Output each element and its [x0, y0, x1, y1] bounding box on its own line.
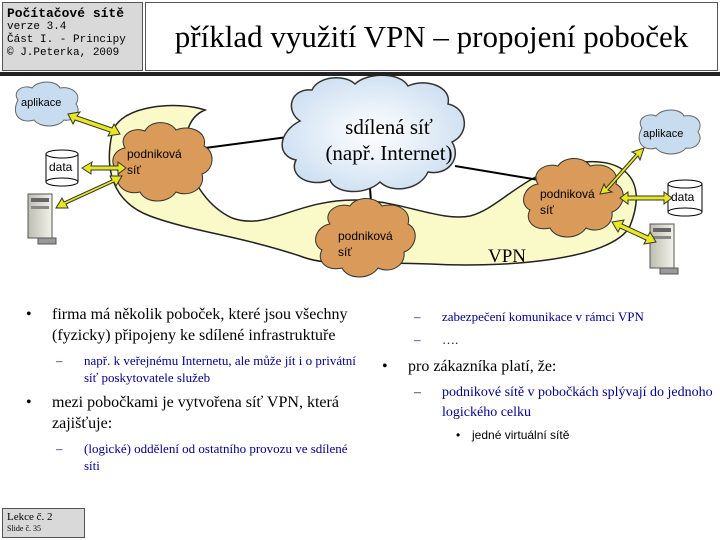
arrow-right-app	[599, 147, 645, 195]
version-text: verze 3.4	[7, 21, 67, 33]
branch-label-left-line2: síť	[127, 163, 141, 177]
sub-bullet-internet: např. k veřejnému Internetu, ale může jí…	[56, 352, 366, 386]
sub-bullet-separation: (logické) oddělení od ostatního provozu …	[56, 440, 366, 474]
arrow-left-data	[81, 160, 127, 175]
vpn-label: VPN	[488, 246, 527, 267]
branch-cloud-right	[523, 158, 624, 238]
shared-network-label-line2: (např. Internet)	[325, 141, 453, 165]
branch-label-right-line1: podniková	[540, 187, 595, 201]
title-divider	[0, 72, 720, 76]
shared-network-label: sdílená síť (např. Internet)	[314, 114, 464, 166]
link-left	[204, 135, 296, 149]
bullet-vpn-created: mezi pobočkami je vytvořena síť VPN, kte…	[26, 392, 366, 434]
course-name: Počítačové sítě	[7, 6, 125, 21]
arrows	[55, 111, 673, 245]
arrow-right-data	[619, 191, 673, 205]
data-cylinder-left	[45, 149, 79, 187]
right-bullet-list: zabezpečení komunikace v rámci VPN …. pr…	[382, 308, 720, 443]
slide-number: Slide č. 35	[7, 524, 41, 533]
branch-label-left-line1: podniková	[127, 147, 182, 161]
sub-bullet-ellipsis: ….	[414, 331, 720, 348]
branch-cloud-center	[315, 198, 416, 278]
left-bullet-list: firma má několik poboček, které jsou vše…	[26, 304, 366, 474]
lecture-number: Lekce č. 2	[7, 511, 53, 523]
app-label-left: aplikace	[21, 97, 62, 109]
sub-bullet-merge: podnikové sítě v pobočkách splývají do j…	[414, 383, 720, 423]
arrow-left-app	[67, 111, 121, 137]
bullet-branches: firma má několik poboček, které jsou vše…	[26, 304, 366, 346]
server-left	[27, 193, 57, 245]
copyright-text: © J.Peterka, 2009	[7, 47, 120, 59]
data-label-right: data	[671, 190, 695, 204]
server-right	[649, 223, 679, 275]
app-cloud-left	[14, 81, 79, 127]
bullet-customer: pro zákazníka platí, že:	[382, 356, 720, 377]
sub-sub-bullet-virtual: jedné virtuální sítě	[456, 427, 720, 443]
data-label-left: data	[49, 160, 73, 174]
arrow-left-server	[55, 175, 123, 209]
branch-label-center-line1: podniková	[338, 229, 393, 243]
branch-label-center: podniková síť	[338, 228, 393, 260]
part-text: Část I. - Principy	[7, 34, 126, 46]
branch-label-left: podniková síť	[127, 146, 182, 178]
shared-network-cloud	[281, 76, 466, 193]
branch-label-right: podniková síť	[540, 186, 595, 218]
shared-network-label-line1: sdílená síť	[345, 115, 433, 139]
slide-title-box: příklad využití VPN – propojení poboček	[145, 2, 718, 71]
app-cloud-right	[638, 109, 701, 155]
sub-bullet-security: zabezpečení komunikace v rámci VPN	[414, 308, 720, 325]
course-info-box: Počítačové sítě verze 3.4 Část I. - Prin…	[2, 2, 143, 71]
branch-label-center-line2: síť	[338, 245, 352, 259]
branch-label-right-line2: síť	[540, 203, 554, 217]
arrow-right-server	[611, 219, 657, 245]
slide-title: příklad využití VPN – propojení poboček	[174, 18, 689, 54]
vpn-diagram	[14, 76, 703, 278]
data-cylinder-right	[667, 179, 703, 217]
app-label-right: aplikace	[643, 128, 684, 140]
link-right	[454, 165, 546, 182]
slide-footer: Lekce č. 2 Slide č. 35	[2, 508, 85, 538]
